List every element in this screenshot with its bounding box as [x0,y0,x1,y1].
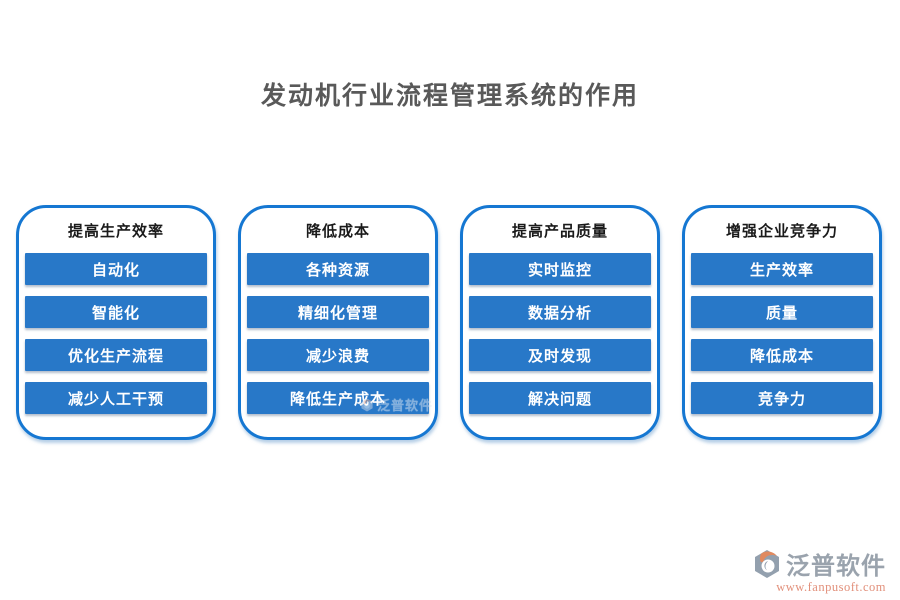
brand-url: www.fanpusoft.com [776,580,886,594]
page-title: 发动机行业流程管理系统的作用 [260,83,639,110]
card-item: 竞争力 [691,382,873,414]
card-item: 优化生产流程 [25,339,207,371]
card-item: 减少人工干预 [25,382,207,414]
fanpu-logo-icon [755,550,779,578]
card-item: 生产效率 [691,253,873,285]
brand-line: 泛普软件 [736,549,886,579]
card-reduce-cost: 降低成本 各种资源 精细化管理 减少浪费 降低生产成本 泛普软件 [238,205,438,440]
card-item: 自动化 [25,253,207,285]
card-header: 增强企业竞争力 [725,223,838,240]
card-item: 精细化管理 [247,296,429,328]
card-improve-product-quality: 提高产品质量 实时监控 数据分析 及时发现 解决问题 [460,205,660,440]
card-improve-production-efficiency: 提高生产效率 自动化 智能化 优化生产流程 减少人工干预 [16,205,216,440]
card-item: 减少浪费 [247,339,429,371]
card-header: 降低成本 [305,223,370,240]
brand-footer: 泛普软件 www.fanpusoft.com [736,549,886,595]
card-item: 降低成本 [691,339,873,371]
benefit-cards-row: 提高生产效率 自动化 智能化 优化生产流程 减少人工干预 降低成本 各种资源 精… [16,205,882,440]
card-item: 各种资源 [247,253,429,285]
brand-name: 泛普软件 [786,554,886,580]
card-header: 提高生产效率 [67,223,164,240]
card-item: 质量 [691,296,873,328]
card-item: 及时发现 [469,339,651,371]
card-header: 提高产品质量 [511,223,608,240]
card-item: 降低生产成本 [247,382,429,414]
card-item: 智能化 [25,296,207,328]
card-enhance-competitiveness: 增强企业竞争力 生产效率 质量 降低成本 竞争力 [682,205,882,440]
card-item: 实时监控 [469,253,651,285]
card-item: 数据分析 [469,296,651,328]
card-item: 解决问题 [469,382,651,414]
